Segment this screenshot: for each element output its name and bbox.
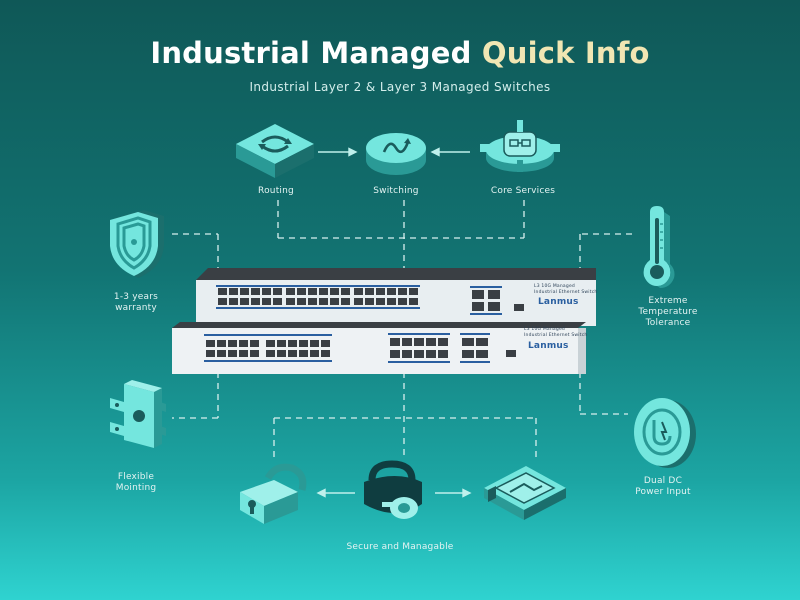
power-icon (628, 392, 698, 472)
switch-unit-top (196, 268, 596, 326)
routing-label: Routing (258, 186, 294, 196)
power-label: Dual DC Power Input (635, 476, 691, 497)
switching-label: Switching (373, 186, 419, 196)
device-chip-icon (476, 458, 572, 528)
switch-bottom-brand: Lanmus (528, 341, 569, 351)
routing-icon (232, 120, 318, 182)
core-services-icon (476, 116, 564, 180)
switch-top-model: L3 10G Managed Industrial Ethernet Switc… (534, 284, 598, 295)
core-services-label: Core Services (490, 186, 556, 196)
thermometer-icon (636, 204, 678, 288)
switch-unit-bottom (172, 322, 586, 374)
padlock-icon (232, 462, 312, 526)
mounting-label: Flexible Mointing (115, 472, 157, 493)
shield-icon (104, 206, 170, 282)
lock-key-icon (358, 458, 434, 524)
title-main: Industrial Managed (150, 36, 472, 70)
warranty-label: 1-3 years warranty (113, 292, 159, 313)
page-subtitle: Industrial Layer 2 & Layer 3 Managed Swi… (249, 80, 551, 94)
title-accent: Quick Info (481, 36, 650, 70)
temperature-label: Extreme Temperature Tolerance (638, 296, 698, 328)
mounting-bracket-icon (104, 378, 170, 458)
switch-bottom-model: L3 10G Managed Industrial Ethernet Switc… (524, 327, 588, 338)
page-title: Industrial Managed Quick Info (0, 36, 800, 70)
switching-icon (362, 122, 430, 180)
switch-top-brand: Lanmus (538, 297, 579, 307)
secure-label: Secure and Managable (346, 542, 454, 552)
